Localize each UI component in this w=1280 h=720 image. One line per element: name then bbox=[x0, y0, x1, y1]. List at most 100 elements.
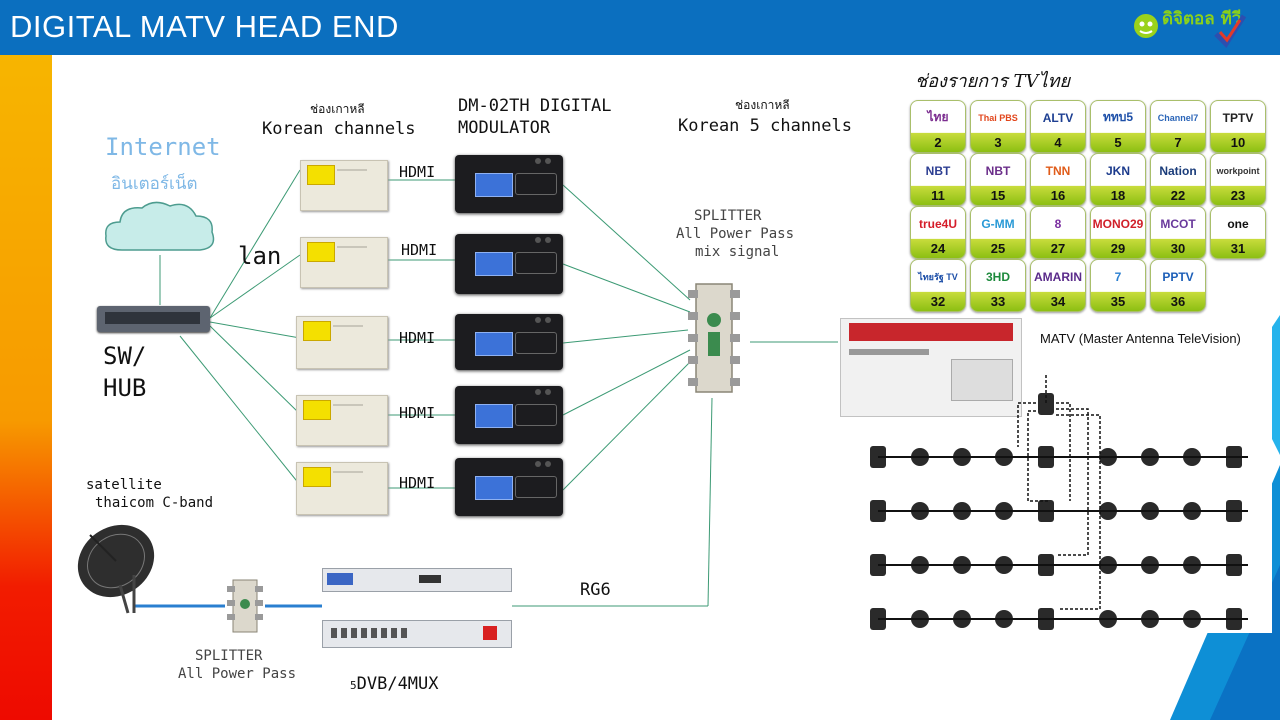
channel-logo-mark: one bbox=[1227, 216, 1249, 231]
channel-logo-mark: 8 bbox=[1054, 216, 1062, 231]
channel-logo-mark: NBT bbox=[985, 163, 1011, 178]
ch7-icon: Channel7 7 bbox=[1150, 100, 1206, 153]
channel-logo-mark: true4U bbox=[918, 216, 957, 231]
channel-number: 15 bbox=[990, 188, 1006, 203]
true4u-icon: true4U 24 bbox=[910, 206, 966, 259]
nbt-icon: NBT 11 bbox=[910, 153, 966, 206]
internet-label: Internet bbox=[105, 133, 221, 161]
headend-amplifier bbox=[840, 318, 1022, 417]
hdmi-label: HDMI bbox=[399, 163, 436, 181]
channel-logo-mark: TPTV bbox=[1222, 110, 1254, 125]
channel-logo-mark: ALTV bbox=[1042, 110, 1074, 125]
channel-logo-mark: JKN bbox=[1105, 163, 1130, 178]
splitter-mix-label-line3: mix signal bbox=[695, 244, 780, 260]
splitter-icon bbox=[688, 283, 740, 393]
ch5-icon: ททบ5 5 bbox=[1090, 100, 1146, 153]
pptv-icon: PPTV 36 bbox=[1150, 259, 1206, 312]
modulator-device bbox=[455, 155, 563, 213]
brand-logo: ดิจิตอล ทีวี bbox=[1128, 4, 1247, 52]
korean-5-label: Korean 5 channels bbox=[678, 116, 852, 136]
hdmi-label: HDMI bbox=[399, 329, 436, 347]
korean-channels-label-thai: ช่องเกาหลี bbox=[310, 102, 365, 116]
left-accent-strip bbox=[0, 55, 52, 720]
channel-number: 36 bbox=[1170, 294, 1186, 309]
channel-number: 34 bbox=[1050, 294, 1066, 309]
one31-icon: one 31 bbox=[1210, 206, 1266, 259]
channel-number: 5 bbox=[1114, 135, 1122, 150]
page-title: DIGITAL MATV HEAD END bbox=[10, 9, 399, 44]
korean-5-label-thai: ช่องเกาหลี bbox=[735, 98, 790, 112]
channel-logo-mark: MONO29 bbox=[1092, 216, 1144, 231]
network-switch bbox=[97, 306, 210, 332]
matv-distribution-diagram bbox=[878, 375, 1248, 620]
satellite-label-line2: thaicom C-band bbox=[95, 495, 214, 511]
splitter-mix-label-line2: All Power Pass bbox=[676, 226, 795, 242]
splitter-sat-label-line1: SPLITTER bbox=[195, 648, 263, 664]
tv-channels-heading: ช่องรายการ TVไทย bbox=[915, 71, 1071, 92]
channel-logo-mark: 3HD bbox=[985, 269, 1010, 284]
channel-number: 27 bbox=[1050, 241, 1066, 256]
channel-logo-mark: TNN bbox=[1045, 163, 1071, 178]
channel-logo-mark: ททบ5 bbox=[1102, 110, 1134, 124]
receiver-box bbox=[296, 316, 388, 369]
altv-icon: ALTV 4 bbox=[1030, 100, 1086, 153]
tptv-icon: TPTV 10 bbox=[1210, 100, 1266, 153]
mux-device-top bbox=[322, 568, 512, 592]
splitter-mix-label-line1: SPLITTER bbox=[694, 208, 762, 224]
channel-logo-mark: MCOT bbox=[1160, 216, 1196, 231]
channel-logo-mark: AMARIN bbox=[1034, 269, 1082, 284]
hdmi-label: HDMI bbox=[399, 404, 436, 422]
channel-number: 11 bbox=[931, 188, 945, 203]
channel-logo-mark: Thai PBS bbox=[978, 112, 1018, 123]
title-bar bbox=[0, 0, 1280, 55]
channel-number: 31 bbox=[1230, 241, 1246, 256]
channel-number: 22 bbox=[1170, 188, 1186, 203]
receiver-box bbox=[300, 160, 388, 211]
channel-logo-mark: PPTV bbox=[1162, 269, 1194, 284]
mux-label-text: DVB/4MUX bbox=[356, 674, 439, 694]
hdmi-label: HDMI bbox=[399, 474, 436, 492]
modulator-device bbox=[455, 314, 563, 370]
channel-logo-mark: workpoint bbox=[1216, 165, 1260, 176]
modulator-label-line1: DM-02TH DIGITAL bbox=[458, 96, 612, 116]
channel-logo-mark: NBT bbox=[925, 163, 951, 178]
receiver-box bbox=[300, 237, 388, 288]
receiver-box bbox=[296, 462, 388, 515]
channel-number: 10 bbox=[1230, 135, 1246, 150]
channel-number: 4 bbox=[1054, 135, 1062, 150]
modulator-device bbox=[455, 234, 563, 294]
ch3-icon: 3HD 33 bbox=[970, 259, 1026, 312]
mcot-icon: MCOT 30 bbox=[1150, 206, 1206, 259]
rg6-label: RG6 bbox=[580, 580, 611, 600]
channel-number: 18 bbox=[1110, 188, 1126, 203]
splitter-sat-device bbox=[225, 578, 265, 634]
korean-channels-label: Korean channels bbox=[262, 119, 416, 139]
channel-number: 30 bbox=[1170, 241, 1186, 256]
gmm-icon: G-MM 25 bbox=[970, 206, 1026, 259]
channel-logo-mark: Channel7 bbox=[1157, 112, 1199, 123]
matv-title: MATV (Master Antenna TeleVision) bbox=[1040, 331, 1241, 346]
tnn-icon: TNN 16 bbox=[1030, 153, 1086, 206]
channel-logo-mark: G-MM bbox=[981, 216, 1015, 231]
channel-number: 35 bbox=[1110, 294, 1126, 309]
channel-logo-mark: ไทยรัฐ TV bbox=[918, 271, 958, 282]
modulator-device bbox=[455, 386, 563, 444]
lan-label: lan bbox=[238, 242, 282, 270]
mux-label: 5DVB/4MUX bbox=[350, 674, 439, 694]
channel-number: 25 bbox=[990, 241, 1006, 256]
channel-number: 16 bbox=[1050, 188, 1066, 203]
workpoint-icon: workpoint 23 bbox=[1210, 153, 1266, 206]
mux-device-bottom bbox=[322, 620, 512, 648]
channel-number: 33 bbox=[990, 294, 1006, 309]
channel-logo-mark: ไทย bbox=[927, 110, 949, 124]
channel-number: 7 bbox=[1174, 135, 1182, 150]
jkn-icon: JKN 18 bbox=[1090, 153, 1146, 206]
brand-logo-text: ดิจิตอล ทีวี bbox=[1162, 8, 1241, 29]
channel-number: 23 bbox=[1230, 188, 1246, 203]
channel-number: 24 bbox=[930, 241, 946, 256]
